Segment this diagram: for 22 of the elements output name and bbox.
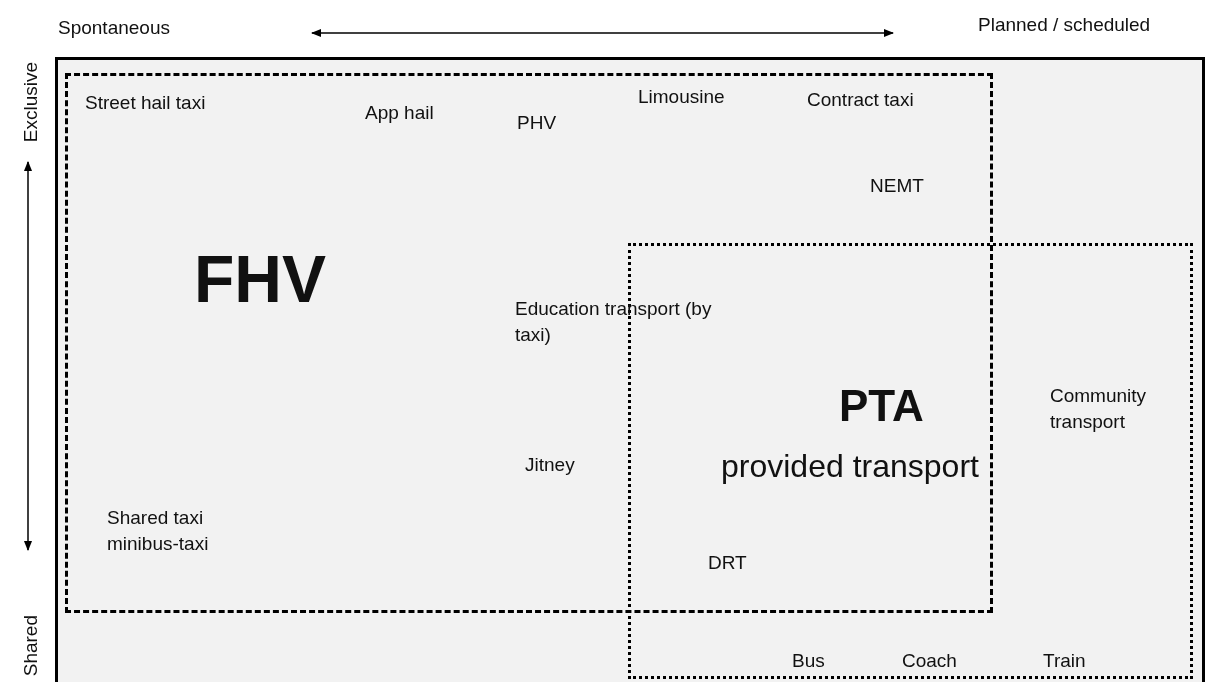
category-label: Street hail taxi — [85, 91, 206, 115]
dashed-region — [65, 73, 993, 613]
axis-label: Planned / scheduled — [978, 13, 1151, 37]
category-label: Jitney — [525, 453, 575, 477]
category-label: App hail — [365, 101, 434, 125]
axis-label: Exclusive — [19, 62, 42, 143]
axis-label: Spontaneous — [58, 16, 170, 40]
category-label: Shared taxi minibus-taxi — [107, 506, 210, 556]
category-label: Limousine — [638, 85, 725, 109]
category-label: Education transport (by taxi) — [515, 297, 713, 347]
category-label: Train — [1043, 649, 1086, 673]
region-label: FHV — [194, 241, 326, 317]
region-description: provided transport — [721, 448, 979, 485]
category-label: Community transport — [1050, 384, 1148, 434]
region-label: PTA — [839, 381, 924, 431]
category-label: NEMT — [870, 174, 924, 198]
category-label: Bus — [792, 649, 825, 673]
category-label: PHV — [517, 111, 557, 135]
category-label: DRT — [708, 551, 747, 575]
axis-label: Shared — [19, 615, 42, 677]
category-label: Coach — [902, 649, 957, 673]
category-label: Contract taxi — [807, 88, 914, 112]
